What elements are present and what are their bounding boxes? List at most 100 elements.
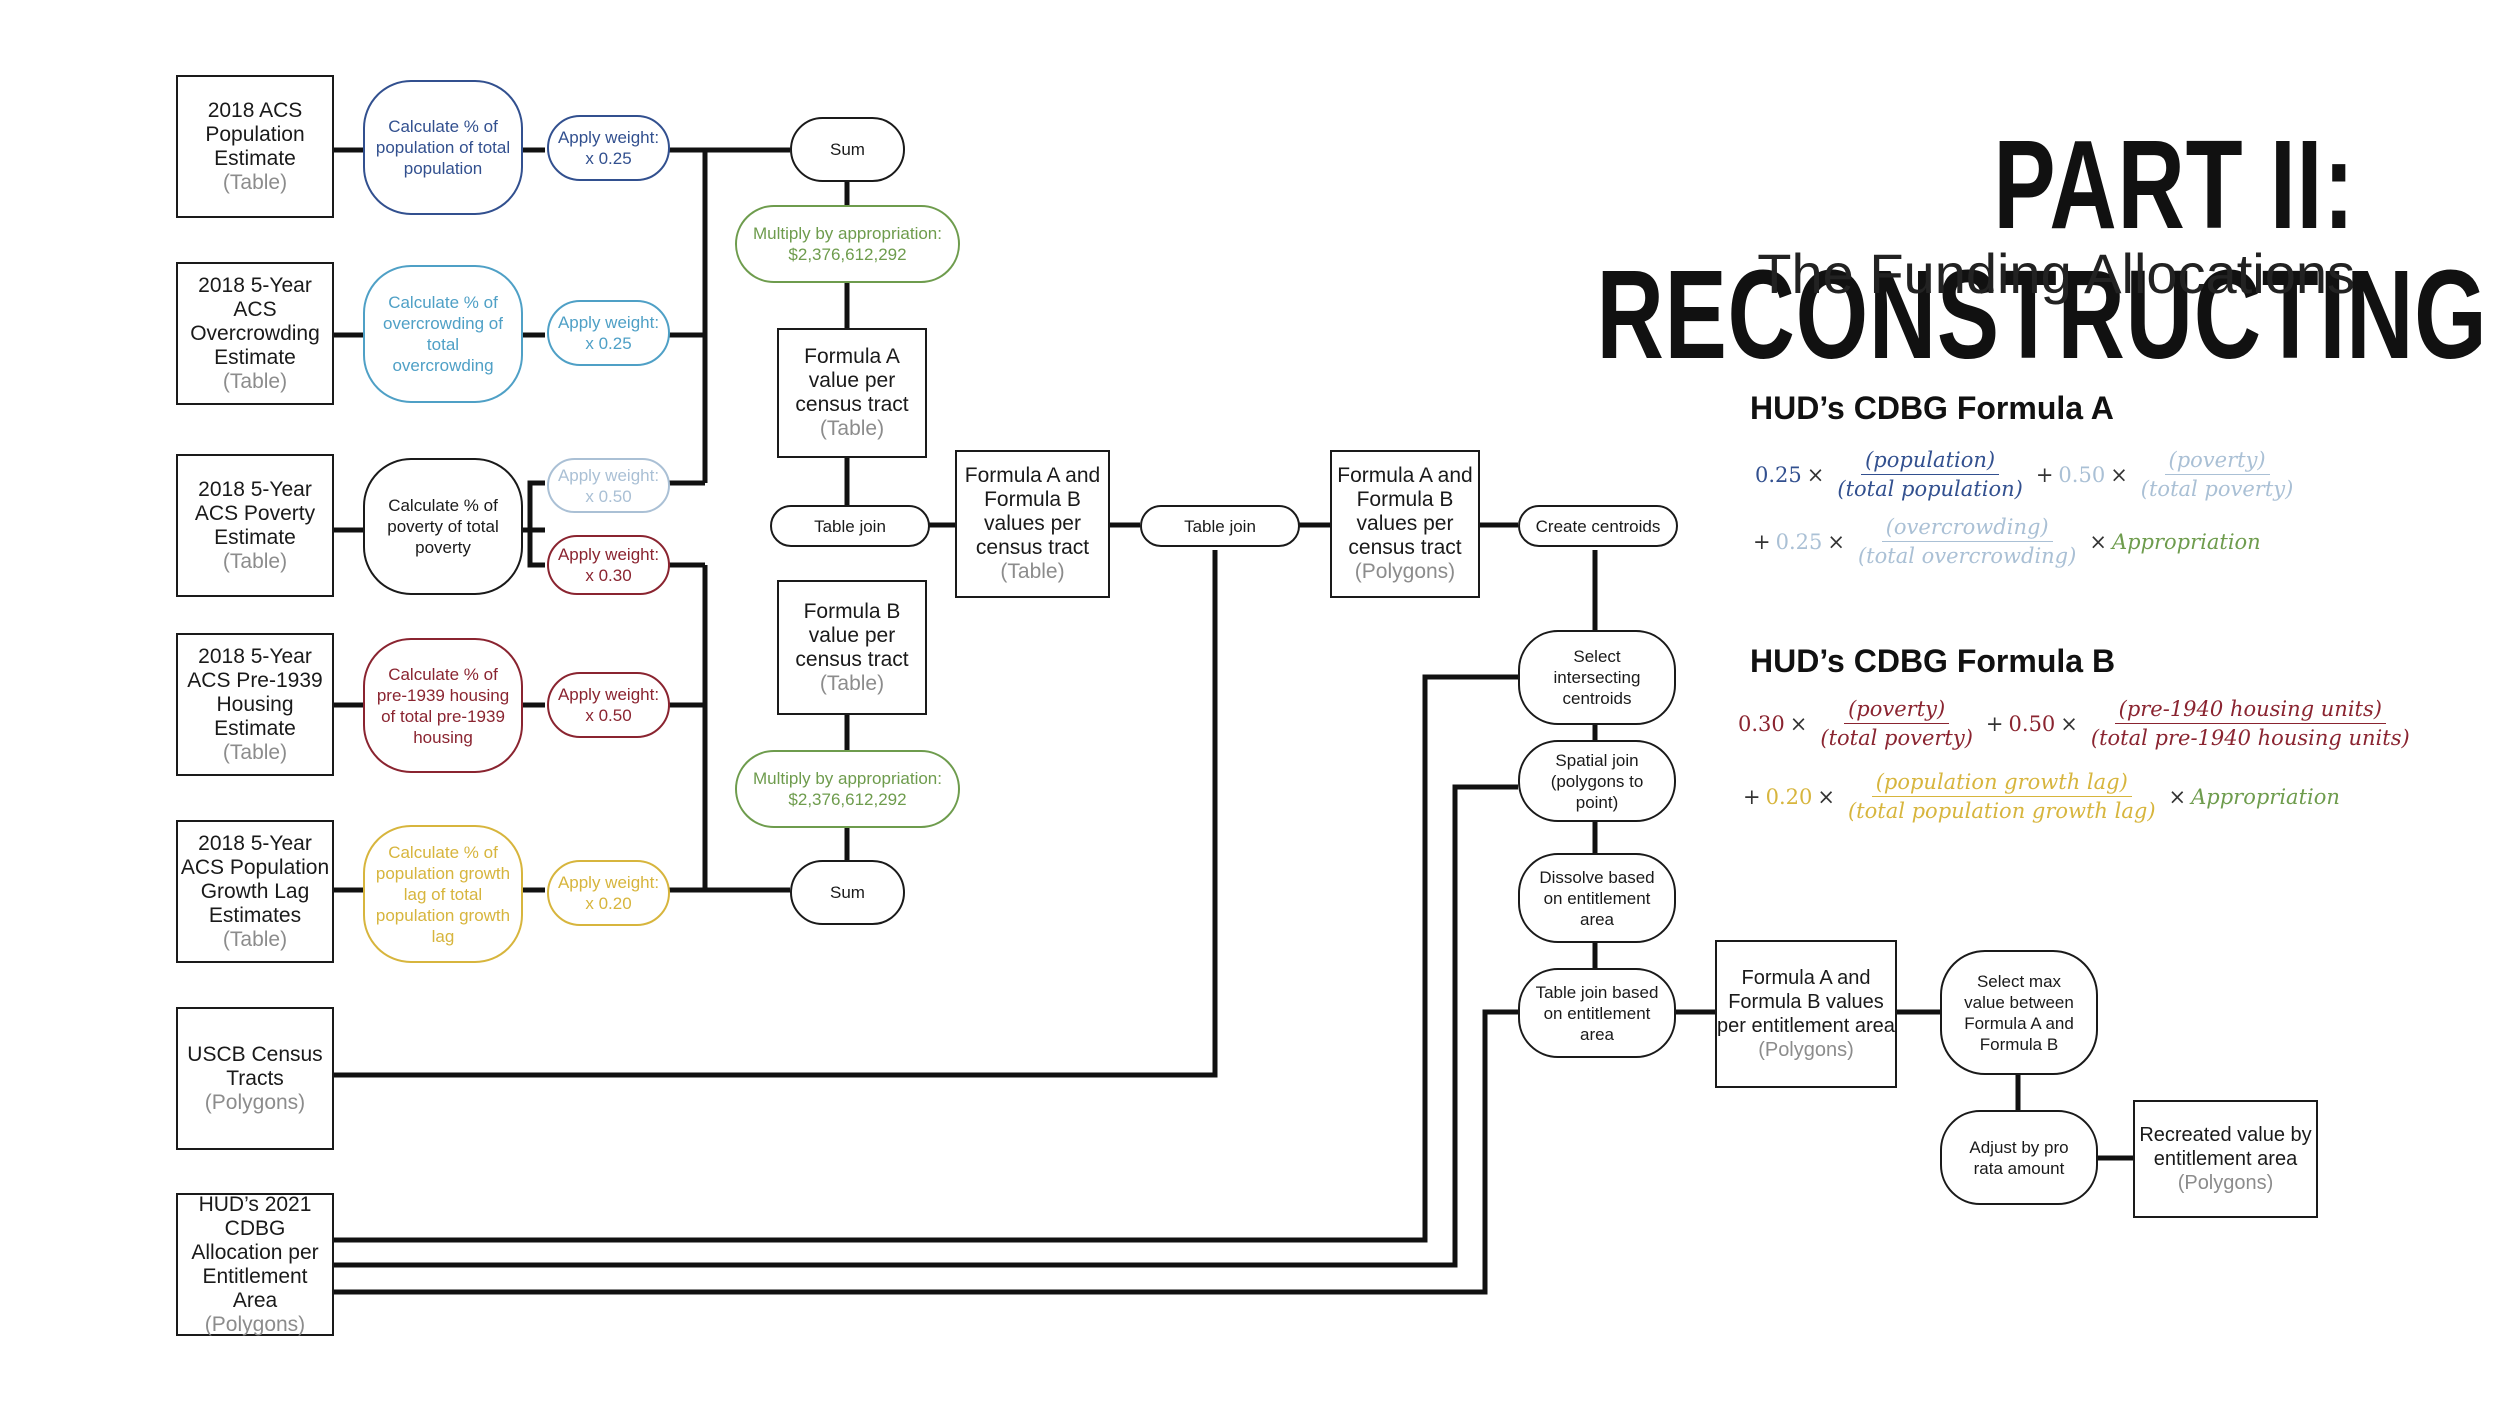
formula-ab-table: Formula A and Formula B values per censu… <box>955 450 1110 598</box>
times-sign: × <box>1827 529 1845 554</box>
denominator: (total population) <box>1837 477 2023 501</box>
input-label: 2018 ACS Population Estimate <box>205 98 305 170</box>
multiply-appropriation-a: Multiply by appropriation: $2,376,612,29… <box>735 205 960 283</box>
page-title: PART II: RECONSTRUCTING <box>1596 114 2488 385</box>
formula-b-fraction-growth-lag: (population growth lag) (total populatio… <box>1844 770 2160 823</box>
times-sign: × <box>1806 462 1825 487</box>
times-sign: × <box>2110 462 2128 487</box>
weight-poverty-a: Apply weight: x 0.50 <box>547 458 670 513</box>
formula-a-heading: HUD’s CDBG Formula A <box>1750 390 2114 426</box>
calc-poverty-share: Calculate % of poverty of total poverty <box>363 458 523 595</box>
spatial-join: Spatial join (polygons to point) <box>1518 740 1676 822</box>
plus-sign: + <box>1753 529 1771 554</box>
formula-b-coef-2: 0.50 <box>2008 711 2056 736</box>
input-poverty-table: 2018 5-Year ACS Poverty Estimate (Table) <box>176 454 334 597</box>
formula-b-line-1: 0.30 × (poverty) (total poverty) + 0.50 … <box>1738 697 2418 750</box>
calc-overcrowding-share: Calculate % of overcrowding of total ove… <box>363 265 523 403</box>
formula-b-line-2: + 0.20 × (population growth lag) (total … <box>1738 770 2340 823</box>
input-label: 2018 5-Year ACS Pre-1939 Housing Estimat… <box>187 644 323 740</box>
input-hud-allocation: HUD’s 2021 CDBG Allocation per Entitleme… <box>176 1193 334 1336</box>
table-join-2: Table join <box>1140 505 1300 547</box>
plus-sign: + <box>1743 784 1761 809</box>
formula-a-coef-3: 0.25 <box>1775 529 1823 554</box>
numerator: (overcrowding) <box>1881 515 2053 542</box>
plus-sign: + <box>2035 462 2054 487</box>
weight-poverty-b: Apply weight: x 0.30 <box>547 535 670 595</box>
node-label: Recreated value by entitlement area <box>2139 1124 2312 1170</box>
input-housing-table: 2018 5-Year ACS Pre-1939 Housing Estimat… <box>176 633 334 776</box>
weight-overcrowding: Apply weight: x 0.25 <box>547 300 670 366</box>
select-max-value: Select max value between Formula A and F… <box>1940 950 2098 1075</box>
table-join-entitlement: Table join based on entitlement area <box>1518 968 1676 1058</box>
node-type: (Polygons) <box>2177 1172 2274 1194</box>
input-overcrowding-table: 2018 5-Year ACS Overcrowding Estimate (T… <box>176 262 334 405</box>
formula-a-fraction-overcrowding: (overcrowding) (total overcrowding) <box>1854 515 2080 568</box>
page-subtitle: The Funding Allocations <box>1757 242 2355 305</box>
node-label: Formula A value per census tract <box>795 345 909 416</box>
formula-a-line-1: 0.25 × (population) (total population) +… <box>1755 448 2301 501</box>
formula-a-table: Formula A value per census tract (Table) <box>777 328 927 458</box>
input-type: (Table) <box>222 549 288 573</box>
formula-a-fraction-population: (population) (total population) <box>1833 448 2026 501</box>
input-label: HUD’s 2021 CDBG Allocation per Entitleme… <box>191 1192 319 1312</box>
dissolve-entitlement: Dissolve based on entitlement area <box>1518 853 1676 943</box>
calc-housing-share: Calculate % of pre-1939 housing of total… <box>363 638 523 773</box>
times-sign: × <box>2060 711 2078 736</box>
denominator: (total pre-1940 housing units) <box>2090 726 2410 750</box>
input-growth-lag-table: 2018 5-Year ACS Population Growth Lag Es… <box>176 820 334 963</box>
formula-b-fraction-poverty: (poverty) (total poverty) <box>1816 697 1977 750</box>
table-join-1: Table join <box>770 505 930 547</box>
formula-a-line-2: + 0.25 × (overcrowding) (total overcrowd… <box>1748 515 2261 568</box>
input-label: USCB Census Tracts <box>187 1042 323 1090</box>
calc-growth-lag-share: Calculate % of population growth lag of … <box>363 825 523 963</box>
numerator: (population) <box>1861 448 2000 475</box>
sum-formula-b: Sum <box>790 860 905 925</box>
input-label: 2018 5-Year ACS Overcrowding Estimate <box>190 273 320 369</box>
formula-a-appropriation: Appropriation <box>2111 529 2261 554</box>
formula-b-table: Formula B value per census tract (Table) <box>777 580 927 715</box>
formula-a-fraction-poverty: (poverty) (total poverty) <box>2137 448 2298 501</box>
input-type: (Table) <box>222 170 288 194</box>
adjust-pro-rata: Adjust by pro rata amount <box>1940 1110 2098 1205</box>
node-label: Formula A and Formula B values per censu… <box>964 464 1101 559</box>
denominator: (total poverty) <box>2140 477 2294 501</box>
create-centroids: Create centroids <box>1518 505 1678 547</box>
node-label: Formula A and Formula B values per entit… <box>1717 967 1895 1037</box>
input-population-table: 2018 ACS Population Estimate (Table) <box>176 75 334 218</box>
calc-population-share: Calculate % of population of total popul… <box>363 80 523 215</box>
node-type: (Polygons) <box>1758 1039 1854 1061</box>
numerator: (poverty) <box>1844 697 1950 724</box>
formula-ab-entitlement: Formula A and Formula B values per entit… <box>1715 940 1897 1088</box>
denominator: (total overcrowding) <box>1857 544 2077 568</box>
input-type: (Table) <box>222 927 288 951</box>
numerator: (population growth lag) <box>1871 770 2132 797</box>
input-label: 2018 5-Year ACS Poverty Estimate <box>194 477 316 549</box>
denominator: (total population growth lag) <box>1847 799 2156 823</box>
input-type: (Table) <box>222 369 288 393</box>
input-type: (Table) <box>222 740 288 764</box>
denominator: (total poverty) <box>1820 726 1973 750</box>
times-sign: × <box>1817 784 1835 809</box>
times-sign: × <box>2168 784 2187 809</box>
formula-b-appropriation: Appropriation <box>2191 784 2340 809</box>
input-census-tracts: USCB Census Tracts (Polygons) <box>176 1007 334 1150</box>
recreated-value: Recreated value by entitlement area (Pol… <box>2133 1100 2318 1218</box>
plus-sign: + <box>1985 711 2004 736</box>
node-type: (Polygons) <box>1354 560 1456 583</box>
formula-b-fraction-housing: (pre-1940 housing units) (total pre-1940… <box>2087 697 2414 750</box>
sum-formula-a: Sum <box>790 117 905 182</box>
numerator: (poverty) <box>2164 448 2270 475</box>
formula-b-coef-3: 0.20 <box>1765 784 1813 809</box>
formula-ab-polygons: Formula A and Formula B values per censu… <box>1330 450 1480 598</box>
formula-a-coef-1: 0.25 <box>1755 462 1802 487</box>
node-type: (Table) <box>819 671 885 695</box>
numerator: (pre-1940 housing units) <box>2114 697 2386 724</box>
multiply-appropriation-b: Multiply by appropriation: $2,376,612,29… <box>735 750 960 828</box>
formula-b-heading: HUD’s CDBG Formula B <box>1750 643 2116 679</box>
formula-b-coef-1: 0.30 <box>1738 711 1785 736</box>
node-label: Formula B value per census tract <box>795 599 909 671</box>
node-label: Formula A and Formula B values per censu… <box>1337 464 1473 559</box>
input-type: (Polygons) <box>204 1090 306 1114</box>
input-label: 2018 5-Year ACS Population Growth Lag Es… <box>180 831 330 927</box>
